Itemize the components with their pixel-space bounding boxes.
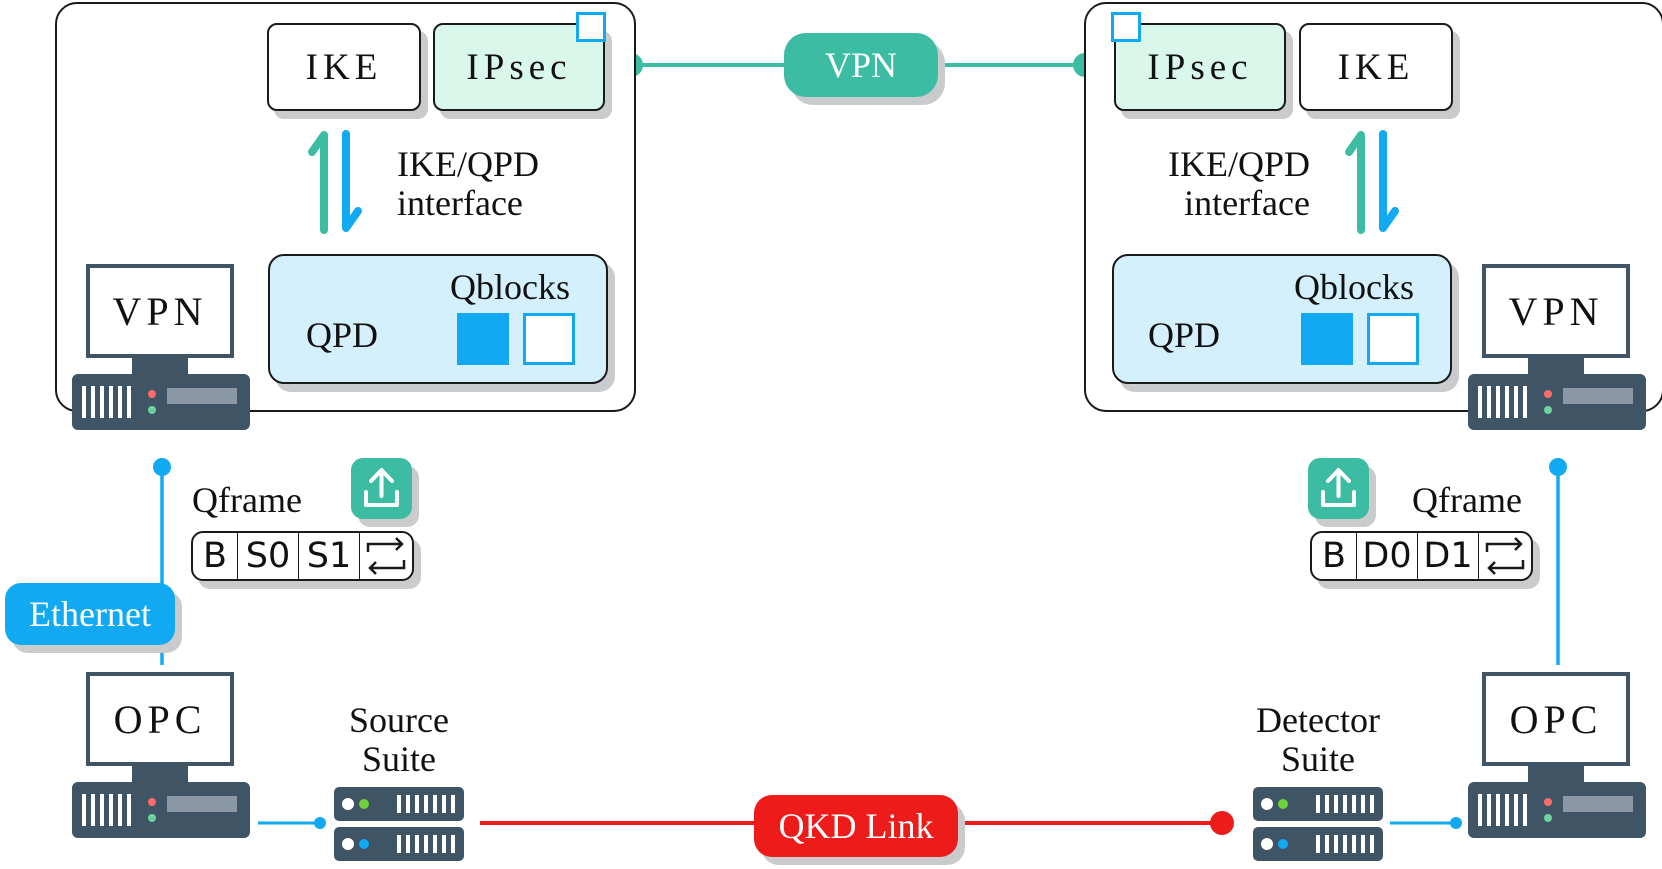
upload-icon [1321, 468, 1356, 507]
right-ike-box: IKE [1299, 23, 1453, 111]
qframe-cell: S1 [299, 533, 360, 579]
swap-arrows-icon [1479, 533, 1531, 579]
server-rack-icon [334, 787, 464, 861]
qframe-cell: B [1312, 533, 1357, 579]
right-upload-icon-wrap [1308, 458, 1369, 519]
right-ipsec-label: IPsec [1147, 46, 1253, 88]
swap-arrows-icon [360, 533, 412, 579]
left-upload-icon-wrap [351, 458, 412, 519]
left-ipsec-corner-marker [576, 12, 606, 42]
qkd-link-pill: QKD Link [754, 795, 958, 857]
right-ike-label: IKE [1337, 46, 1415, 88]
computer-icon [72, 264, 250, 430]
left-qframe-label: Qframe [192, 480, 302, 520]
right-vpn-computer-label: VPN [1508, 288, 1604, 334]
left-interface-label: IKE/QPD interface [397, 144, 539, 223]
bidirectional-arrows-icon [308, 130, 362, 234]
right-ipsec-corner-marker [1111, 12, 1141, 42]
left-vpn-computer: VPN [72, 264, 252, 446]
qframe-cell: S0 [238, 533, 299, 579]
right-interface-label: IKE/QPD interface [1168, 144, 1310, 223]
bidirectional-arrows-icon [1345, 130, 1399, 234]
right-qblocks-label: Qblocks [1294, 267, 1414, 307]
right-vpn-computer: VPN [1468, 264, 1648, 446]
left-qpd-box: QPD Qblocks [268, 254, 608, 384]
left-ike-box: IKE [267, 23, 421, 111]
right-qpd-box: QPD Qblocks [1112, 254, 1452, 384]
ethernet-pill: Ethernet [5, 583, 175, 645]
left-qblocks-label: Qblocks [450, 267, 570, 307]
left-ike-label: IKE [305, 46, 383, 88]
server-rack-icon [1253, 787, 1383, 861]
right-qblock-empty [1367, 313, 1419, 365]
right-qframe: B D0 D1 [1310, 531, 1533, 581]
qframe-cell: D0 [1357, 533, 1418, 579]
right-qblock-filled [1301, 313, 1353, 365]
left-ipsec-label: IPsec [466, 46, 572, 88]
left-opc-computer-label: OPC [113, 696, 207, 742]
right-qframe-label: Qframe [1412, 480, 1522, 520]
left-vpn-computer-label: VPN [112, 288, 208, 334]
vpn-tunnel-pill: VPN [784, 33, 938, 97]
source-suite-label: Source Suite [349, 700, 449, 779]
left-qblock-empty [523, 313, 575, 365]
right-ipsec-box: IPsec [1114, 23, 1286, 111]
right-opc-computer-label: OPC [1509, 696, 1603, 742]
left-qframe: B S0 S1 [191, 531, 414, 581]
left-opc-computer: OPC [72, 672, 252, 854]
left-qpd-label: QPD [306, 315, 379, 355]
detector-suite-label: Detector Suite [1256, 700, 1380, 779]
qframe-cell: B [193, 533, 238, 579]
computer-icon [72, 672, 250, 838]
qframe-cell: D1 [1418, 533, 1479, 579]
left-qblock-filled [457, 313, 509, 365]
qkd-link-endpoint [1210, 811, 1234, 835]
computer-icon [1468, 672, 1646, 838]
computer-icon [1468, 264, 1646, 430]
right-opc-computer: OPC [1468, 672, 1648, 854]
upload-icon [364, 468, 399, 507]
right-qpd-label: QPD [1148, 315, 1221, 355]
